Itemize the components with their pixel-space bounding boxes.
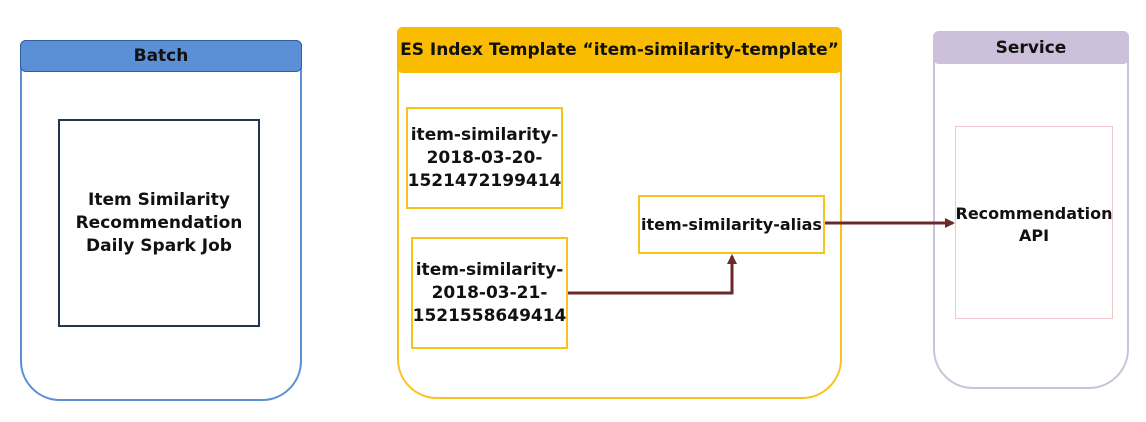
- recommendation-api-box: Recommendation API: [955, 126, 1113, 319]
- spark-job-box: Item Similarity Recommendation Daily Spa…: [58, 119, 260, 327]
- batch-header: Batch: [20, 40, 302, 72]
- service-header: Service: [933, 31, 1129, 64]
- alias-box: item-similarity-alias: [638, 195, 825, 254]
- index-box-2018-03-20: item-similarity- 2018-03-20- 15214721994…: [406, 107, 563, 209]
- es-template-header: ES Index Template “item-similarity-templ…: [397, 27, 842, 73]
- index-box-2018-03-21: item-similarity- 2018-03-21- 15215586494…: [411, 237, 568, 349]
